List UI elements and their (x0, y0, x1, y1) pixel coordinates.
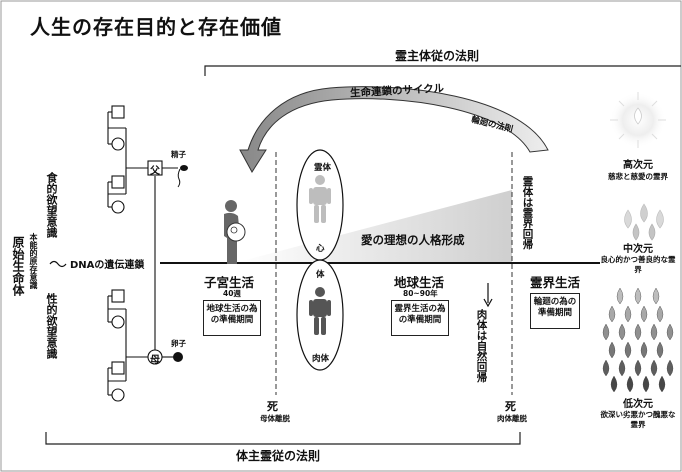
body-return-arrowhead (483, 298, 493, 308)
flame-mark (650, 359, 658, 377)
top-law-label: 霊主体従の法則 (395, 49, 480, 63)
flame-mark (602, 359, 610, 377)
flame-mark (658, 375, 666, 393)
middle-dimension-icon (624, 203, 664, 241)
flame-mark (618, 323, 626, 341)
flame-mark (652, 287, 660, 305)
spirit-body-label: 霊体 (314, 163, 332, 173)
flame-mark (624, 305, 632, 323)
top-law-bracket (204, 65, 681, 76)
spirit-return-label: 霊体は霊界回帰 (521, 176, 534, 250)
heart-label: 心 (316, 244, 325, 254)
flame-mark (634, 359, 642, 377)
flame-mark (626, 375, 634, 393)
spirit-figure (309, 175, 331, 223)
pregnant-woman-icon (224, 200, 246, 264)
flame-mark (666, 359, 674, 377)
body-figure (309, 287, 331, 335)
egg-label: 卵子 (171, 339, 186, 348)
spirit-world-stage-title: 霊界生活 (530, 275, 581, 290)
earth-stage-desc: 霊界生活の為の準備期間 (391, 300, 449, 336)
middle-dimension-desc: 良心的かつ善良的な霊界 (600, 255, 676, 274)
flame-mark (602, 323, 610, 341)
love-wedge (238, 190, 512, 262)
sex-desire-label: 性的欲望意識 (45, 293, 58, 359)
flame-mark (642, 375, 650, 393)
egg-icon (173, 352, 183, 362)
earth-stage-title: 地球生活 (394, 275, 445, 290)
high-dimension-label: 高次元 (623, 160, 653, 171)
body-return-label: 肉体は自然回帰 (475, 309, 488, 383)
page-title: 人生の存在目的と存在価値 (30, 15, 282, 39)
body-top-label: 体 (316, 270, 325, 280)
physical-body-label: 肉体 (312, 354, 330, 364)
flame-mark (640, 305, 648, 323)
middle-dimension-label: 中次元 (623, 244, 653, 255)
food-desire-label: 食的欲望意識 (45, 172, 58, 238)
sperm-label: 精子 (171, 150, 186, 159)
flame-mark (608, 341, 616, 359)
instinct-label: 本能的原存意識 (29, 233, 38, 289)
dna-wave (49, 260, 67, 268)
pedigree-tree (107, 105, 178, 402)
origin-label: 原始生命体 (11, 236, 25, 296)
earth-stage-duration: 80~90年 (403, 289, 438, 298)
bottom-law-label: 体主霊従の法則 (236, 449, 321, 463)
flame-mark (616, 287, 624, 305)
high-dimension: 高次元 慈悲と慈愛の霊界 (598, 156, 678, 182)
flame-mark (634, 287, 642, 305)
death-1-label: 死 (267, 400, 278, 413)
low-dimension-label: 低次元 (623, 399, 653, 410)
low-dimension: 低次元 欲深い劣悪かつ醜悪な霊界 (598, 395, 678, 430)
low-dimension-icon (602, 287, 674, 393)
death-1-sub: 母体離脱 (260, 414, 290, 423)
love-formation-label: 愛の理想の人格形成 (361, 233, 465, 247)
high-dimension-icon (610, 92, 666, 148)
mother-label: 母 (150, 355, 160, 366)
flame-mark (610, 375, 618, 393)
father-label: 父 (150, 166, 160, 177)
spirit-world-stage-desc: 輪廻の為の準備期間 (530, 293, 580, 329)
womb-stage-title: 子宮生活 (204, 275, 255, 290)
bottom-law-bracket (45, 432, 521, 445)
flame-mark (640, 341, 648, 359)
flame-mark (656, 341, 664, 359)
flame-mark (650, 323, 658, 341)
womb-stage-duration: 40週 (223, 289, 241, 298)
flame-mark (634, 323, 642, 341)
flame-mark (666, 323, 674, 341)
middle-dimension: 中次元 良心的かつ善良的な霊界 (598, 240, 678, 275)
flame-mark (618, 359, 626, 377)
womb-stage-desc: 地球生活の為の準備期間 (203, 300, 261, 336)
flame-mark (608, 305, 616, 323)
cycle-arrow (239, 86, 549, 173)
dna-label: DNAの遺伝連鎖 (70, 260, 145, 271)
flame-mark (624, 341, 632, 359)
low-dimension-desc: 欲深い劣悪かつ醜悪な霊界 (600, 410, 676, 429)
death-2-sub: 肉体離脱 (497, 414, 527, 423)
flame-mark (656, 305, 664, 323)
sperm-icon (177, 165, 188, 188)
death-2-label: 死 (505, 400, 516, 413)
high-dimension-desc: 慈悲と慈愛の霊界 (608, 172, 668, 181)
